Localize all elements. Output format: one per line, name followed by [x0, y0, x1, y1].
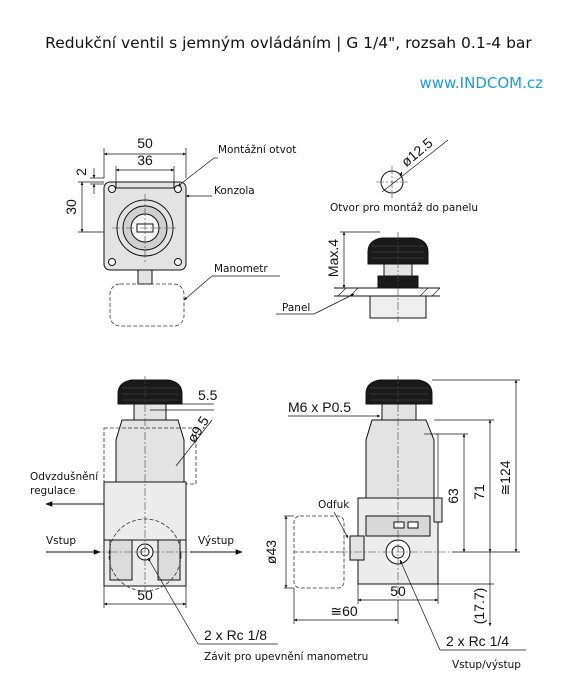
label-exhaust-2: regulace	[30, 485, 75, 497]
panel-mount-view: ø12.5 Otvor pro montáž do panelu Max.4 P…	[276, 134, 478, 322]
label-panel: Panel	[282, 302, 310, 314]
dim-50-front: 50	[137, 587, 153, 603]
label-inlet: Vstup	[46, 535, 76, 547]
label-exhaust-1: Odvzdušnění	[30, 471, 99, 483]
label-gauge: Manometr	[214, 263, 268, 275]
label-thread-m6: M6 x P0.5	[288, 399, 351, 415]
dim-2: 2	[73, 168, 89, 176]
dim-17-7: (17.7)	[471, 588, 487, 625]
dim-43: ø43	[263, 540, 279, 564]
dim-36: 36	[137, 152, 153, 168]
dim-5-5: 5.5	[198, 387, 218, 403]
dim-30: 30	[63, 199, 79, 215]
dim-9-5: ø9.5	[184, 413, 213, 445]
dim-124: ≅124	[497, 460, 513, 495]
side-view: M6 x P0.5 Odfuk ø43 63 71 ≅124	[263, 376, 526, 671]
dim-50-side: 50	[390, 583, 406, 599]
label-outlet: Výstup	[198, 535, 234, 547]
label-panel-hole: Otvor pro montáž do panelu	[330, 202, 478, 214]
website-link[interactable]: www.INDCOM.cz	[419, 74, 543, 92]
label-port-rc18: 2 x Rc 1/8	[204, 627, 267, 643]
dim-63: 63	[445, 488, 461, 504]
label-port-rc14: 2 x Rc 1/4	[446, 633, 509, 649]
label-vent: Odfuk	[318, 499, 350, 511]
dim-71: 71	[471, 484, 487, 500]
label-bracket: Konzola	[214, 185, 255, 197]
label-port-rc14-desc: Vstup/výstup	[452, 659, 521, 671]
top-view: 50 36 2 30	[63, 135, 296, 327]
dim-60: ≅60	[330, 603, 358, 619]
dim-50-top: 50	[137, 135, 153, 151]
dim-max4: Max.4	[325, 239, 341, 277]
front-view: 5.5 ø9.5 Odvzdušnění regulace Vstup Výst…	[30, 376, 368, 663]
label-mount-hole: Montážní otvot	[218, 144, 296, 156]
page-title: Redukční ventil s jemným ovládáním | G 1…	[45, 34, 532, 52]
label-port-rc18-desc: Závit pro upevnění manometru	[204, 651, 368, 663]
